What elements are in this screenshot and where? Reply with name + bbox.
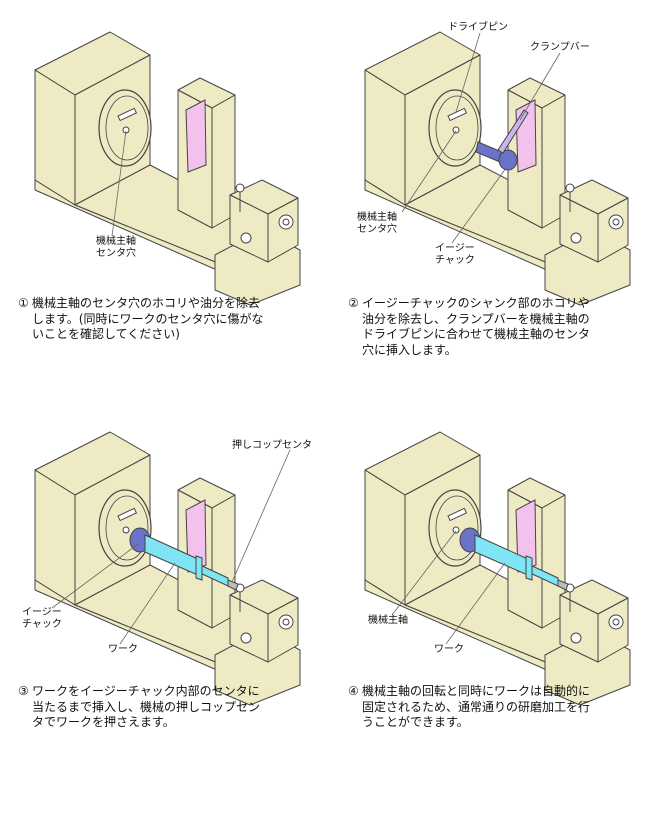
tailstock-knob-inner bbox=[282, 218, 290, 226]
clamp-bar-label: クランプバー bbox=[530, 42, 590, 53]
pink-belt bbox=[515, 99, 537, 173]
main-spindle-label: 機械主軸 bbox=[368, 615, 408, 626]
step-number: ④ bbox=[348, 684, 359, 698]
step-3-caption: ③ ワークをイージーチャック内部のセンタに 当たるまで挿入し、機械の押しコップセ… bbox=[18, 684, 323, 731]
tailstock-lever-ball bbox=[565, 183, 575, 193]
clamp-bar-leader bbox=[519, 52, 561, 121]
step-number: ③ bbox=[18, 684, 29, 698]
drive-pin-label: ドライブピン bbox=[448, 22, 508, 33]
panel-2: ドライブピン クランプバー 機械主軸 センタ穴 イージー チャック ② イージー… bbox=[330, 0, 660, 380]
machine-illustration-3 bbox=[34, 431, 301, 706]
drive-pin-slot bbox=[117, 107, 138, 122]
step-number: ② bbox=[348, 296, 359, 310]
tailstock-knob-inner bbox=[282, 618, 290, 626]
spindle-faceplate-inner bbox=[105, 495, 149, 561]
step-2-caption: ② イージーチャックのシャンク部のホコリや 油分を除去し、クランプバーを機械主軸… bbox=[348, 296, 653, 358]
spindle-center-hole bbox=[452, 126, 460, 134]
step-text: 機械主軸のセンタ穴のホコリや油分を除去 します。(同時にワークのセンタ穴に傷がな… bbox=[32, 296, 264, 341]
work-leader bbox=[445, 562, 506, 645]
work-label: ワーク bbox=[108, 644, 138, 655]
pink-belt bbox=[185, 99, 207, 173]
panel-1: 機械主軸 センタ穴 ① 機械主軸のセンタ穴のホコリや油分を除去 します。(同時に… bbox=[0, 0, 330, 380]
tailstock-handle bbox=[240, 632, 252, 644]
push-cup-center bbox=[227, 579, 239, 591]
center-hole-leader bbox=[401, 130, 457, 213]
clamp-bar bbox=[497, 109, 529, 154]
drive-pin-slot bbox=[447, 107, 468, 122]
panel-3: 押しコップセンタ イージー チャック ワーク ③ ワークをイージーチャック内部の… bbox=[0, 400, 330, 800]
spindle-faceplate-inner bbox=[435, 495, 479, 561]
main-spindle-leader bbox=[391, 530, 457, 616]
tailstock-knob-inner bbox=[612, 618, 620, 626]
easy-chuck-label: イージー チャック bbox=[22, 607, 62, 630]
step-4-caption: ④ 機械主軸の回転と同時にワークは自動的に 固定されるため、通常通りの研磨加工を… bbox=[348, 684, 653, 731]
spindle-faceplate-inner bbox=[435, 95, 479, 161]
spindle-center-hole bbox=[452, 526, 460, 534]
tailstock-lever-ball bbox=[235, 183, 245, 193]
center-hole-label: 機械主軸 センタ穴 bbox=[357, 212, 397, 235]
push-cup-center-leader bbox=[231, 449, 291, 583]
easy-chuck-leader bbox=[51, 543, 139, 609]
machine-illustration-2 bbox=[364, 31, 631, 306]
push-cup-center bbox=[557, 579, 569, 591]
easy-chuck-label: イージー チャック bbox=[435, 243, 475, 266]
panel-4: 機械主軸 ワーク ④ 機械主軸の回転と同時にワークは自動的に 固定されるため、通… bbox=[330, 400, 660, 800]
pink-belt bbox=[515, 499, 537, 573]
workpiece-step bbox=[195, 555, 203, 581]
spindle-center-hole bbox=[122, 526, 130, 534]
easy-chuck-body bbox=[498, 149, 518, 171]
easy-chuck-leader bbox=[451, 167, 507, 244]
machine-illustration-1 bbox=[34, 31, 301, 306]
tailstock-handle bbox=[240, 232, 252, 244]
tailstock-handle bbox=[570, 232, 582, 244]
drive-pin-slot bbox=[117, 507, 138, 522]
workpiece-step bbox=[525, 555, 533, 581]
step-text: ワークをイージーチャック内部のセンタに 当たるまで挿入し、機械の押しコップセン … bbox=[32, 684, 261, 729]
step-text: 機械主軸の回転と同時にワークは自動的に 固定されるため、通常通りの研磨加工を行 … bbox=[362, 684, 591, 729]
center-hole-label: 機械主軸 センタ穴 bbox=[96, 236, 136, 259]
pink-belt bbox=[185, 499, 207, 573]
step-number: ① bbox=[18, 296, 29, 310]
center-hole-leader bbox=[111, 130, 127, 237]
drive-pin-leader bbox=[455, 32, 481, 113]
step-1-caption: ① 機械主軸のセンタ穴のホコリや油分を除去 します。(同時にワークのセンタ穴に傷… bbox=[18, 296, 318, 343]
work-label: ワーク bbox=[434, 644, 464, 655]
push-cup-center-label: 押しコップセンタ bbox=[232, 440, 312, 451]
spindle-faceplate-inner bbox=[105, 95, 149, 161]
drive-pin-slot bbox=[447, 507, 468, 522]
tailstock-handle bbox=[570, 632, 582, 644]
tailstock-knob-inner bbox=[612, 218, 620, 226]
work-leader bbox=[119, 562, 176, 645]
step-text: イージーチャックのシャンク部のホコリや 油分を除去し、クランプバーを機械主軸の … bbox=[362, 296, 591, 357]
machine-illustration-4 bbox=[364, 431, 631, 706]
